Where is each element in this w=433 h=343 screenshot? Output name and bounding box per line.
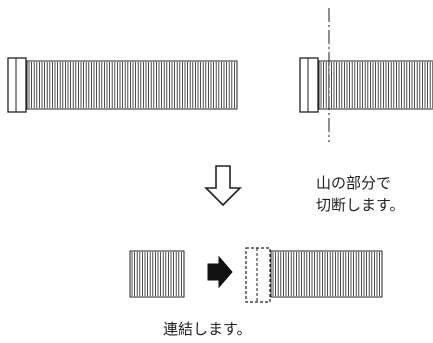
cut-hose-segment-body	[129, 250, 185, 298]
left-hose-cuff	[7, 57, 27, 113]
joined-hose-coupling	[245, 247, 271, 303]
left-hose-cuff-band	[15, 57, 27, 113]
joined-hose-body	[270, 250, 383, 298]
joined-hose-ribs	[272, 252, 381, 296]
right-arrow-icon	[207, 255, 233, 289]
right-hose-cuff-band	[307, 57, 319, 113]
cut-hose-segment	[129, 250, 185, 298]
cut-hose-segment-ribs	[131, 252, 182, 296]
join-caption: 連結します。	[163, 320, 252, 338]
cut-caption-line1: 山の部分で	[316, 174, 392, 192]
right-hose	[299, 57, 433, 113]
cut-caption-line2: 切断します。	[316, 196, 405, 214]
left-hose-body	[26, 60, 238, 110]
cut-caption: 山の部分で 切断します。	[316, 172, 405, 216]
joined-hose	[245, 247, 383, 303]
left-hose-ribs	[28, 62, 235, 108]
left-hose	[7, 57, 238, 113]
down-arrow-icon	[204, 165, 242, 207]
right-hose-cuff	[299, 57, 319, 113]
